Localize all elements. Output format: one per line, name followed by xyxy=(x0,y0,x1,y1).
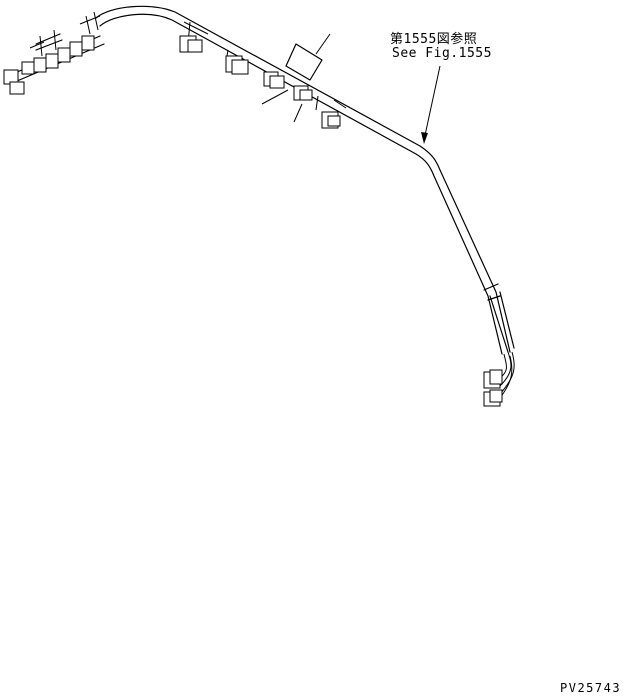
end-connector-upper xyxy=(483,369,503,389)
trunk-connector-5 xyxy=(315,95,347,129)
reference-label-english: See Fig.1555 xyxy=(392,46,492,61)
reference-label-japanese: 第1555図参照 xyxy=(390,32,478,47)
leader-lines xyxy=(261,33,331,123)
end-connector-lower xyxy=(483,389,503,407)
clamp-bracket xyxy=(285,43,323,81)
trunk-connector-2 xyxy=(225,49,249,75)
harness-trunk xyxy=(95,5,511,355)
drawing-code: PV25743 xyxy=(560,681,622,695)
trunk-connector-4 xyxy=(293,85,313,101)
reference-arrow xyxy=(421,65,441,144)
harness-sleeve xyxy=(483,283,515,353)
trunk-connector-1 xyxy=(179,21,209,53)
trunk-connector-3 xyxy=(263,71,285,89)
left-connector-cluster xyxy=(3,11,105,95)
